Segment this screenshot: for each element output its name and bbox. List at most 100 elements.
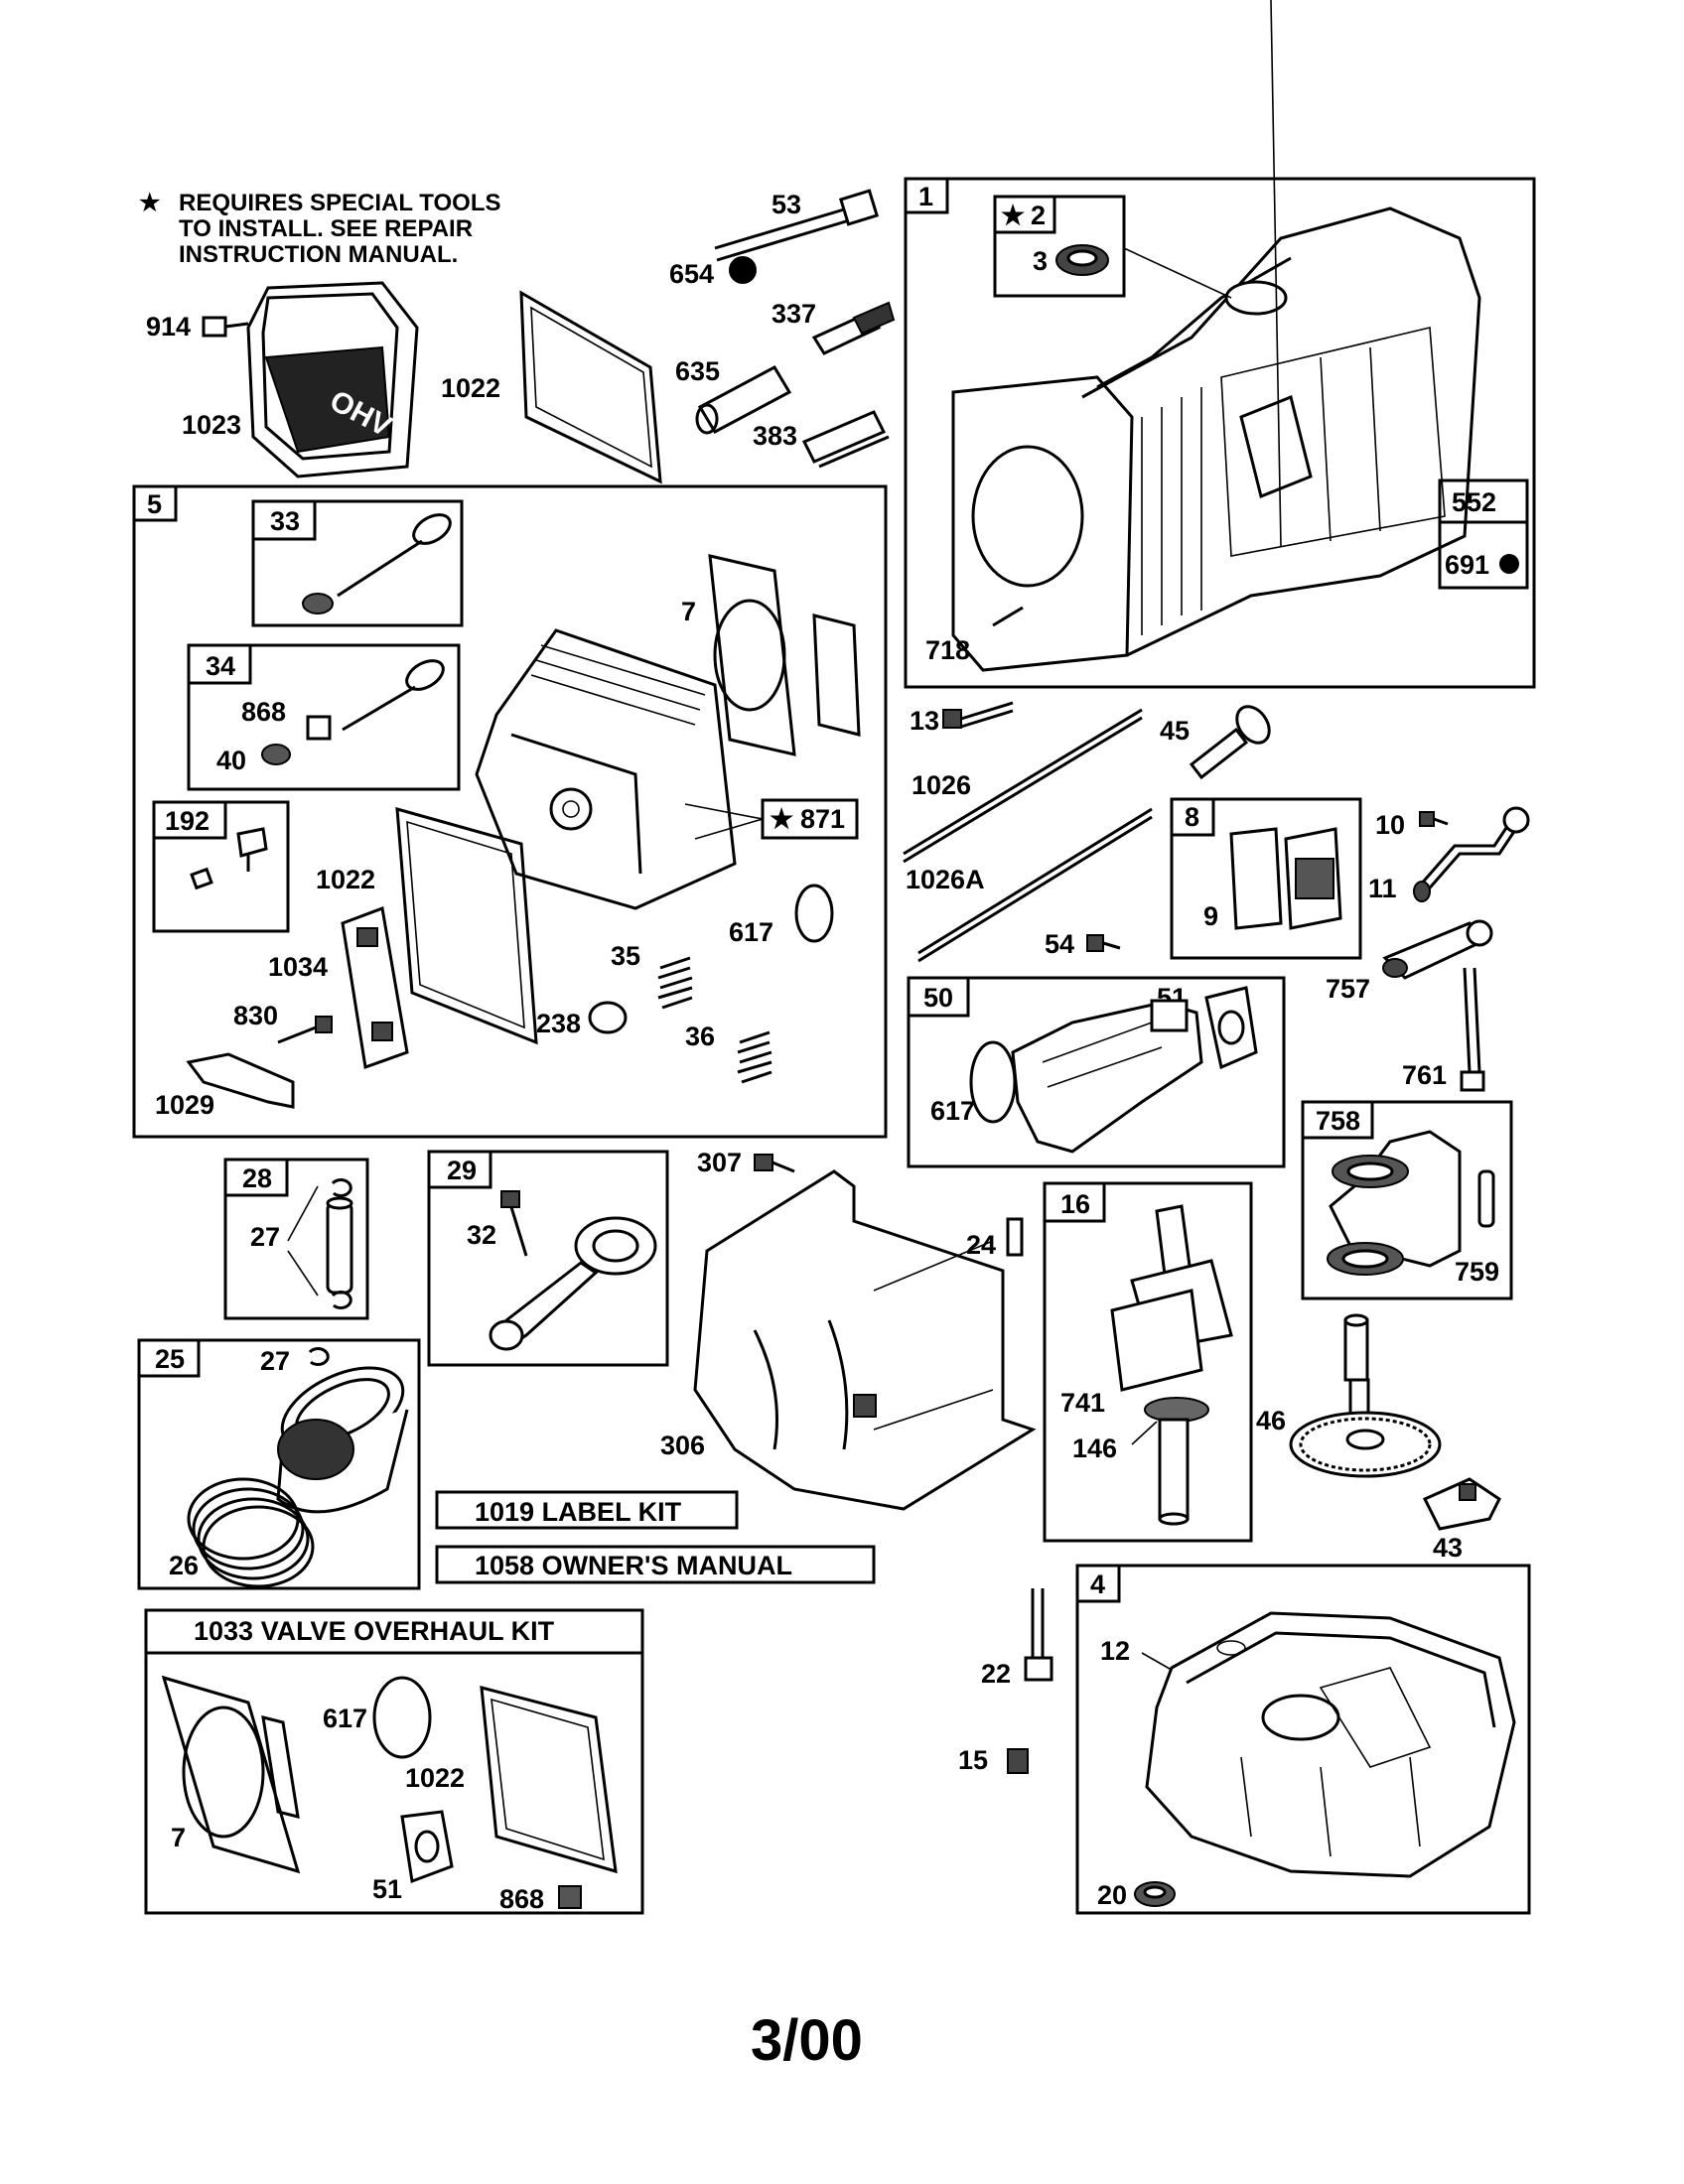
callout-654: 654	[669, 259, 714, 289]
bolt-22-icon	[1024, 1588, 1053, 1682]
callout-741: 741	[1060, 1388, 1105, 1418]
key-24-icon	[1006, 1217, 1024, 1257]
clip-27-piston-icon	[308, 1347, 330, 1366]
intake-manifold-icon	[1011, 999, 1203, 1154]
screw-10-icon	[1419, 811, 1449, 827]
star-icon: ★	[139, 190, 161, 216]
callout-635: 635	[675, 356, 720, 386]
rocker-shaft-761-icon	[1460, 967, 1485, 1092]
note-line-2: TO INSTALL. SEE REPAIR	[179, 215, 473, 242]
callout-15: 15	[958, 1745, 988, 1775]
breather-tube-1029-icon	[186, 1052, 295, 1109]
note-line-1: REQUIRES SPECIAL TOOLS	[179, 190, 501, 216]
callout-238: 238	[536, 1009, 581, 1038]
tappet-45-icon	[1189, 705, 1271, 780]
camshaft-icon	[1289, 1313, 1442, 1478]
cylinder-assembly-box: 1 ★ 2 3 552 691	[904, 0, 1536, 689]
callout-1: 1	[918, 182, 933, 211]
fitting-192-icon	[190, 827, 268, 890]
piston-rings-icon	[187, 1477, 315, 1588]
callout-617-head: 617	[729, 917, 773, 947]
callout-33: 33	[270, 506, 300, 536]
exhaust-valve-icon	[261, 659, 445, 765]
pushrod-1026a-icon	[917, 807, 1153, 955]
bolt-914-icon	[202, 316, 249, 338]
pushrod-1026-icon	[903, 708, 1143, 856]
callout-552: 552	[1452, 487, 1496, 517]
callout-45: 45	[1160, 716, 1190, 746]
rod-bolt-32-icon	[500, 1190, 528, 1257]
sump-box: 4 12 20	[1075, 1564, 1531, 1915]
intake-manifold-box: 50 51 617	[907, 976, 1286, 1168]
callout-32: 32	[467, 1220, 496, 1250]
screw-307-icon	[754, 1154, 795, 1173]
callout-868-kit: 868	[499, 1884, 544, 1914]
callout-3: 3	[1033, 246, 1048, 276]
cylinder-head-box: 5 33 7 34 868 40	[132, 484, 888, 1139]
callout-830: 830	[233, 1001, 278, 1030]
blower-housing-icon	[693, 1169, 1037, 1511]
callout-26: 26	[169, 1551, 199, 1580]
connecting-rod-box: 29 32	[427, 1150, 669, 1367]
spark-plug-boot-icon	[695, 365, 792, 435]
callout-8: 8	[1185, 802, 1199, 832]
cap-238-icon	[588, 1001, 628, 1034]
callout-1026a: 1026A	[906, 865, 985, 894]
callout-25: 25	[155, 1344, 185, 1374]
valve-cover-gasket-icon	[395, 806, 538, 1045]
kit-valve-cover-gasket-icon	[480, 1686, 618, 1874]
governor-lever-icon	[1418, 806, 1530, 894]
callout-9: 9	[1203, 901, 1218, 931]
callout-1026: 1026	[912, 770, 971, 800]
nut-654-icon	[729, 256, 757, 284]
callout-718: 718	[925, 635, 970, 665]
owners-manual-1058: 1058 OWNER'S MANUAL	[475, 1551, 792, 1580]
callout-28: 28	[242, 1163, 272, 1193]
callout-22: 22	[981, 1659, 1011, 1689]
star-2-icon: ★	[1001, 201, 1025, 230]
callout-11: 11	[1368, 874, 1397, 903]
callout-20: 20	[1097, 1880, 1127, 1910]
callout-1022-top: 1022	[441, 373, 500, 403]
pin-759-icon	[1477, 1169, 1495, 1228]
piston-icon	[276, 1366, 409, 1514]
callout-758: 758	[1316, 1106, 1360, 1136]
spark-plug-wrench-icon	[801, 410, 890, 469]
callout-51-kit: 51	[372, 1874, 402, 1904]
crankshaft-icon	[1110, 1204, 1233, 1526]
callout-759: 759	[1455, 1257, 1499, 1287]
clip-27-top-icon	[331, 1178, 352, 1197]
callout-29: 29	[447, 1156, 477, 1185]
cylinder-block-icon	[951, 0, 1481, 672]
callout-383: 383	[753, 421, 797, 451]
callout-146: 146	[1072, 1433, 1117, 1463]
governor-group: 10 11 757 761	[1326, 806, 1530, 1092]
callout-53: 53	[772, 190, 801, 219]
cylinder-head-icon	[475, 628, 737, 910]
breather-stud-icon	[277, 1016, 333, 1044]
callout-7-kit: 7	[171, 1823, 186, 1852]
manifold-gasket-icon	[1204, 986, 1258, 1070]
callout-5: 5	[147, 489, 162, 519]
callout-192: 192	[165, 806, 210, 836]
callout-27-pin: 27	[250, 1222, 280, 1252]
kit-valve-seal-icon	[558, 1885, 582, 1909]
rocker-bracket-icon	[1327, 1130, 1462, 1276]
callout-1022-kit: 1022	[405, 1763, 465, 1793]
callout-7-head: 7	[681, 597, 696, 626]
callout-46: 46	[1256, 1406, 1286, 1435]
callout-36: 36	[685, 1022, 715, 1051]
piston-box: 25 27 26	[137, 1338, 421, 1590]
callout-307: 307	[697, 1148, 742, 1177]
callout-914: 914	[146, 312, 191, 341]
breather-plate-icon	[341, 905, 409, 1070]
camshaft-group: 46 43	[1256, 1313, 1501, 1563]
valve-spring-36-icon	[737, 1030, 772, 1084]
callout-43: 43	[1433, 1533, 1463, 1563]
valve-spring-35-icon	[657, 956, 693, 1010]
spark-plug-icon	[811, 301, 896, 355]
crankshaft-box: 16 741 146	[1043, 1181, 1253, 1543]
callout-16: 16	[1060, 1189, 1090, 1219]
valve-overhaul-kit-box: 1033 VALVE OVERHAUL KIT 7 617 1022 51 86…	[144, 1608, 644, 1915]
